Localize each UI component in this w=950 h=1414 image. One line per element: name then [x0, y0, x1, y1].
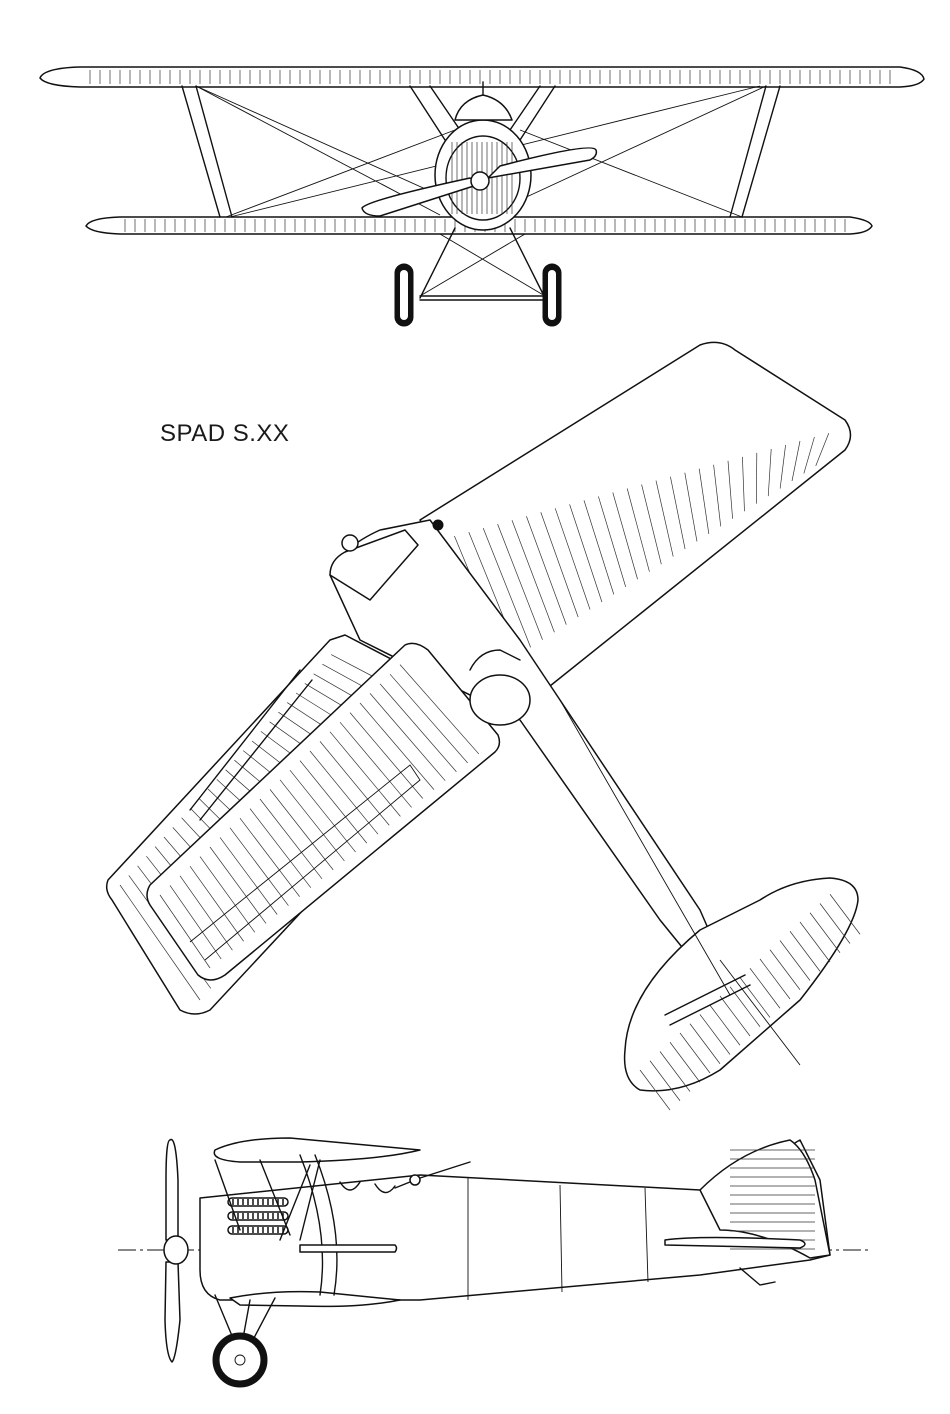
- figure-caption: SPAD S.XX: [160, 420, 290, 447]
